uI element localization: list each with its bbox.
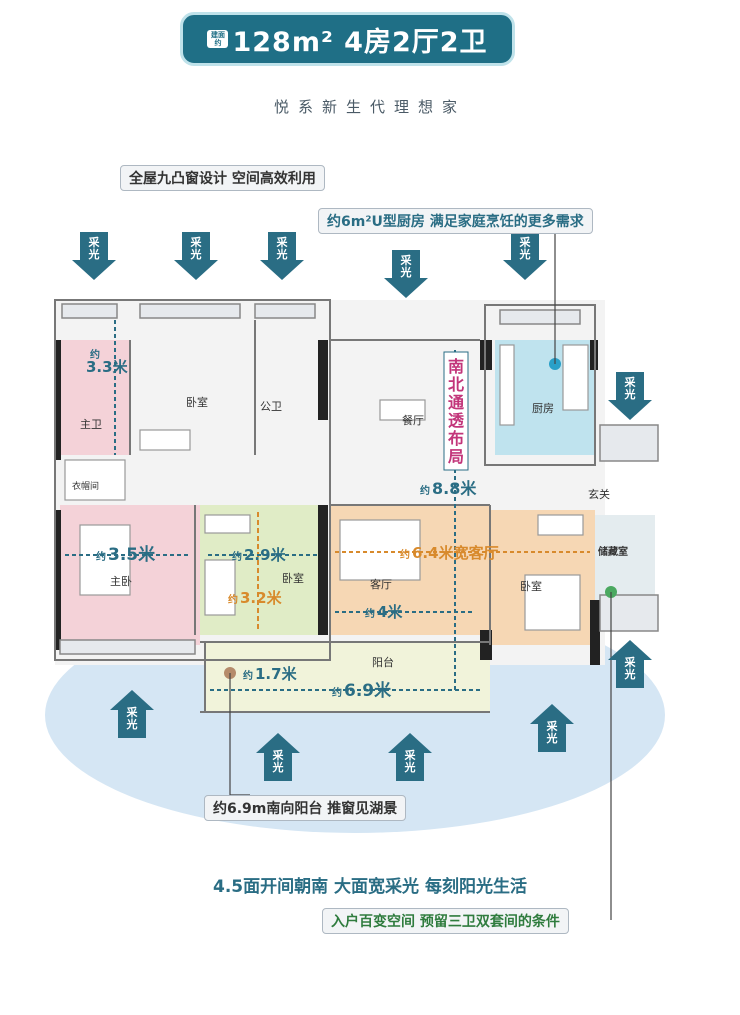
through-layout-char: 局	[448, 447, 464, 466]
dim-3-2-pre: 约	[228, 593, 238, 606]
dim-6-9-pre: 约	[332, 686, 342, 699]
light-arrow: 采光	[608, 640, 652, 688]
through-layout-char: 北	[448, 375, 464, 394]
through-layout-char: 通	[448, 393, 464, 412]
light-label: 采	[190, 235, 203, 249]
light-arrow: 采光	[110, 690, 154, 738]
title-banner: 建面约 128m² 4房2厅2卫	[180, 12, 515, 66]
label-living: 客厅	[370, 577, 392, 591]
subtitle: 悦系新生代理想家	[273, 98, 466, 116]
dim-3-3: 3.3米	[86, 358, 129, 376]
light-label: 采	[126, 705, 139, 719]
balcony-callout: 约6.9m南向阳台 推窗见湖景	[204, 795, 407, 821]
light-label: 光	[190, 247, 202, 261]
label-master-bedroom: 主卧	[110, 575, 132, 588]
light-arrow: 采光	[503, 232, 547, 280]
light-arrow: 采光	[608, 372, 652, 420]
light-label: 采	[546, 719, 559, 733]
storage-area	[595, 515, 655, 610]
light-arrow: 采光	[530, 704, 574, 752]
light-label: 采	[400, 253, 413, 267]
kitchen-callout: 约6m²U型厨房 满足家庭烹饪的更多需求	[318, 208, 593, 234]
dim-2-9-pre: 约	[232, 550, 242, 563]
light-label: 光	[88, 247, 100, 261]
light-label: 采	[88, 235, 101, 249]
label-kitchen: 厨房	[532, 402, 554, 415]
label-entry: 玄关	[588, 487, 610, 501]
light-label: 光	[400, 265, 412, 279]
dim-1-7: 1.7米	[255, 665, 298, 683]
dim-6-4: 6.4米宽客厅	[412, 544, 499, 562]
dim-8-8-pre: 约	[420, 484, 430, 497]
light-arrow: 采光	[174, 232, 218, 280]
light-label: 光	[519, 247, 531, 261]
label-storage: 储藏室	[597, 545, 628, 558]
dim-4: 4米	[377, 603, 403, 621]
light-label: 光	[624, 387, 636, 401]
master-bath-area	[60, 340, 130, 455]
dim-3-2: 3.2米	[240, 589, 283, 607]
light-label: 光	[272, 760, 284, 774]
light-arrow: 采光	[72, 232, 116, 280]
dim-3-5-pre: 约	[96, 550, 106, 563]
light-label: 采	[272, 748, 285, 762]
light-label: 光	[624, 667, 636, 681]
light-label: 采	[624, 375, 637, 389]
label-balcony: 阳台	[372, 655, 394, 669]
light-arrow: 采光	[260, 232, 304, 280]
page-title: 128m² 4房2厅2卫	[232, 26, 488, 58]
label-cloakroom: 衣帽间	[72, 480, 99, 492]
light-label: 光	[546, 731, 558, 745]
label-bedroom3: 卧室	[520, 579, 542, 593]
dim-3-5: 3.5米	[108, 544, 156, 565]
through-layout-char: 南	[448, 357, 464, 376]
light-label: 采	[519, 235, 532, 249]
dim-1-7-pre: 约	[243, 669, 253, 682]
label-public-bath: 公卫	[260, 400, 282, 413]
balcony-area	[205, 642, 490, 712]
dim-2-9: 2.9米	[244, 546, 287, 564]
label-master-bath: 主卫	[80, 418, 102, 431]
dim-4-pre: 约	[365, 607, 375, 620]
light-label: 光	[126, 717, 138, 731]
label-bedroom1: 卧室	[186, 395, 208, 409]
dim-6-4-pre: 约	[400, 548, 410, 561]
through-layout-char: 透	[448, 411, 465, 430]
area-tag: 建面约	[207, 30, 229, 48]
light-label: 采	[404, 748, 417, 762]
light-label: 采	[624, 655, 637, 669]
through-layout-char: 布	[448, 429, 464, 448]
light-arrow: 采光	[384, 250, 428, 298]
dim-3-3-pre: 约	[90, 348, 100, 361]
through-layout-box	[443, 351, 469, 471]
light-arrows: 采光采光采光采光采光采光采光采光采光采光采光	[72, 232, 652, 781]
light-arrow: 采光	[256, 733, 300, 781]
light-label: 采	[276, 235, 289, 249]
design-callout: 全屋九凸窗设计 空间高效利用	[120, 165, 325, 191]
light-label: 光	[276, 247, 288, 261]
light-label: 光	[404, 760, 416, 774]
light-arrow: 采光	[388, 733, 432, 781]
dim-8-8: 8.8米	[432, 479, 477, 498]
entrance-callout: 入户百变空间 预留三卫双套间的条件	[322, 908, 569, 934]
slogan: 4.5面开间朝南 大面宽采光 每刻阳光生活	[213, 877, 527, 897]
label-dining: 餐厅	[402, 413, 424, 427]
label-bedroom2: 卧室	[282, 571, 304, 585]
dim-6-9: 6.9米	[344, 680, 392, 701]
